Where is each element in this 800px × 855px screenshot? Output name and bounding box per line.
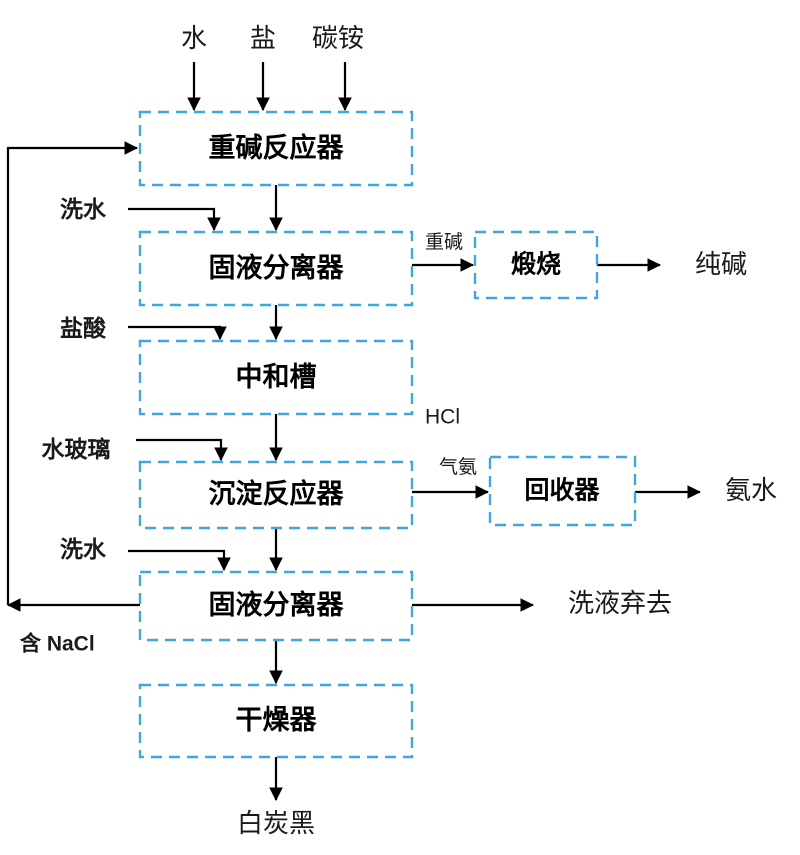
- node-label-recovery-unit: 回收器: [524, 477, 600, 505]
- input-label-ammonium-bicarbonate: 碳铵: [312, 23, 364, 53]
- input-label-wash-water-1: 洗水: [60, 196, 107, 222]
- node-label-solid-liquid-separator-1: 固液分离器: [209, 252, 345, 283]
- node-label-calciner: 煅烧: [511, 250, 561, 279]
- node-calciner[interactable]: [473, 230, 599, 300]
- connector-washwater2-to-separator2: [128, 549, 231, 572]
- node-recovery-unit[interactable]: [488, 455, 637, 527]
- connector-waterglass-to-precipitation: [136, 438, 228, 462]
- annotation-hcl: HCl: [425, 406, 460, 429]
- input-label-hydrochloric-acid: 盐酸: [60, 315, 107, 341]
- input-label-salt: 盐: [250, 23, 276, 53]
- output-label-ammonia-water: 氨水: [725, 475, 777, 505]
- connector-hcl-to-neutralization: [128, 325, 227, 341]
- input-label-water: 水: [181, 23, 207, 53]
- edge-label-crude-soda: 重碱: [425, 231, 463, 253]
- annotation-contains-nacl: 含 NaCl: [20, 632, 95, 656]
- node-label-neutralization-tank: 中和槽: [236, 362, 317, 392]
- node-label-solid-liquid-separator-2: 固液分离器: [209, 589, 345, 620]
- node-precipitation-reactor[interactable]: [138, 460, 414, 530]
- node-dryer[interactable]: [138, 683, 414, 759]
- output-label-wash-liquid-discard: 洗液弃去: [568, 588, 672, 618]
- edge-label-ammonia-gas: 气氨: [439, 456, 477, 478]
- node-solid-liquid-separator-1[interactable]: [138, 230, 414, 307]
- connector-washwater1-to-separator1: [128, 207, 221, 232]
- output-label-white-carbon-black: 白炭黑: [237, 808, 315, 838]
- node-heavy-alkali-reactor[interactable]: [138, 110, 414, 187]
- input-label-water-glass: 水玻璃: [42, 436, 111, 462]
- node-label-heavy-alkali-reactor: 重碱反应器: [209, 132, 345, 163]
- node-solid-liquid-separator-2[interactable]: [138, 570, 414, 642]
- connector-recycle-to-reactor: [6, 141, 139, 605]
- input-label-wash-water-2: 洗水: [60, 536, 107, 562]
- node-neutralization-tank[interactable]: [138, 339, 414, 416]
- node-label-precipitation-reactor: 沉淀反应器: [209, 478, 345, 509]
- output-label-soda-ash: 纯碱: [695, 249, 747, 279]
- node-label-dryer: 干燥器: [236, 705, 318, 735]
